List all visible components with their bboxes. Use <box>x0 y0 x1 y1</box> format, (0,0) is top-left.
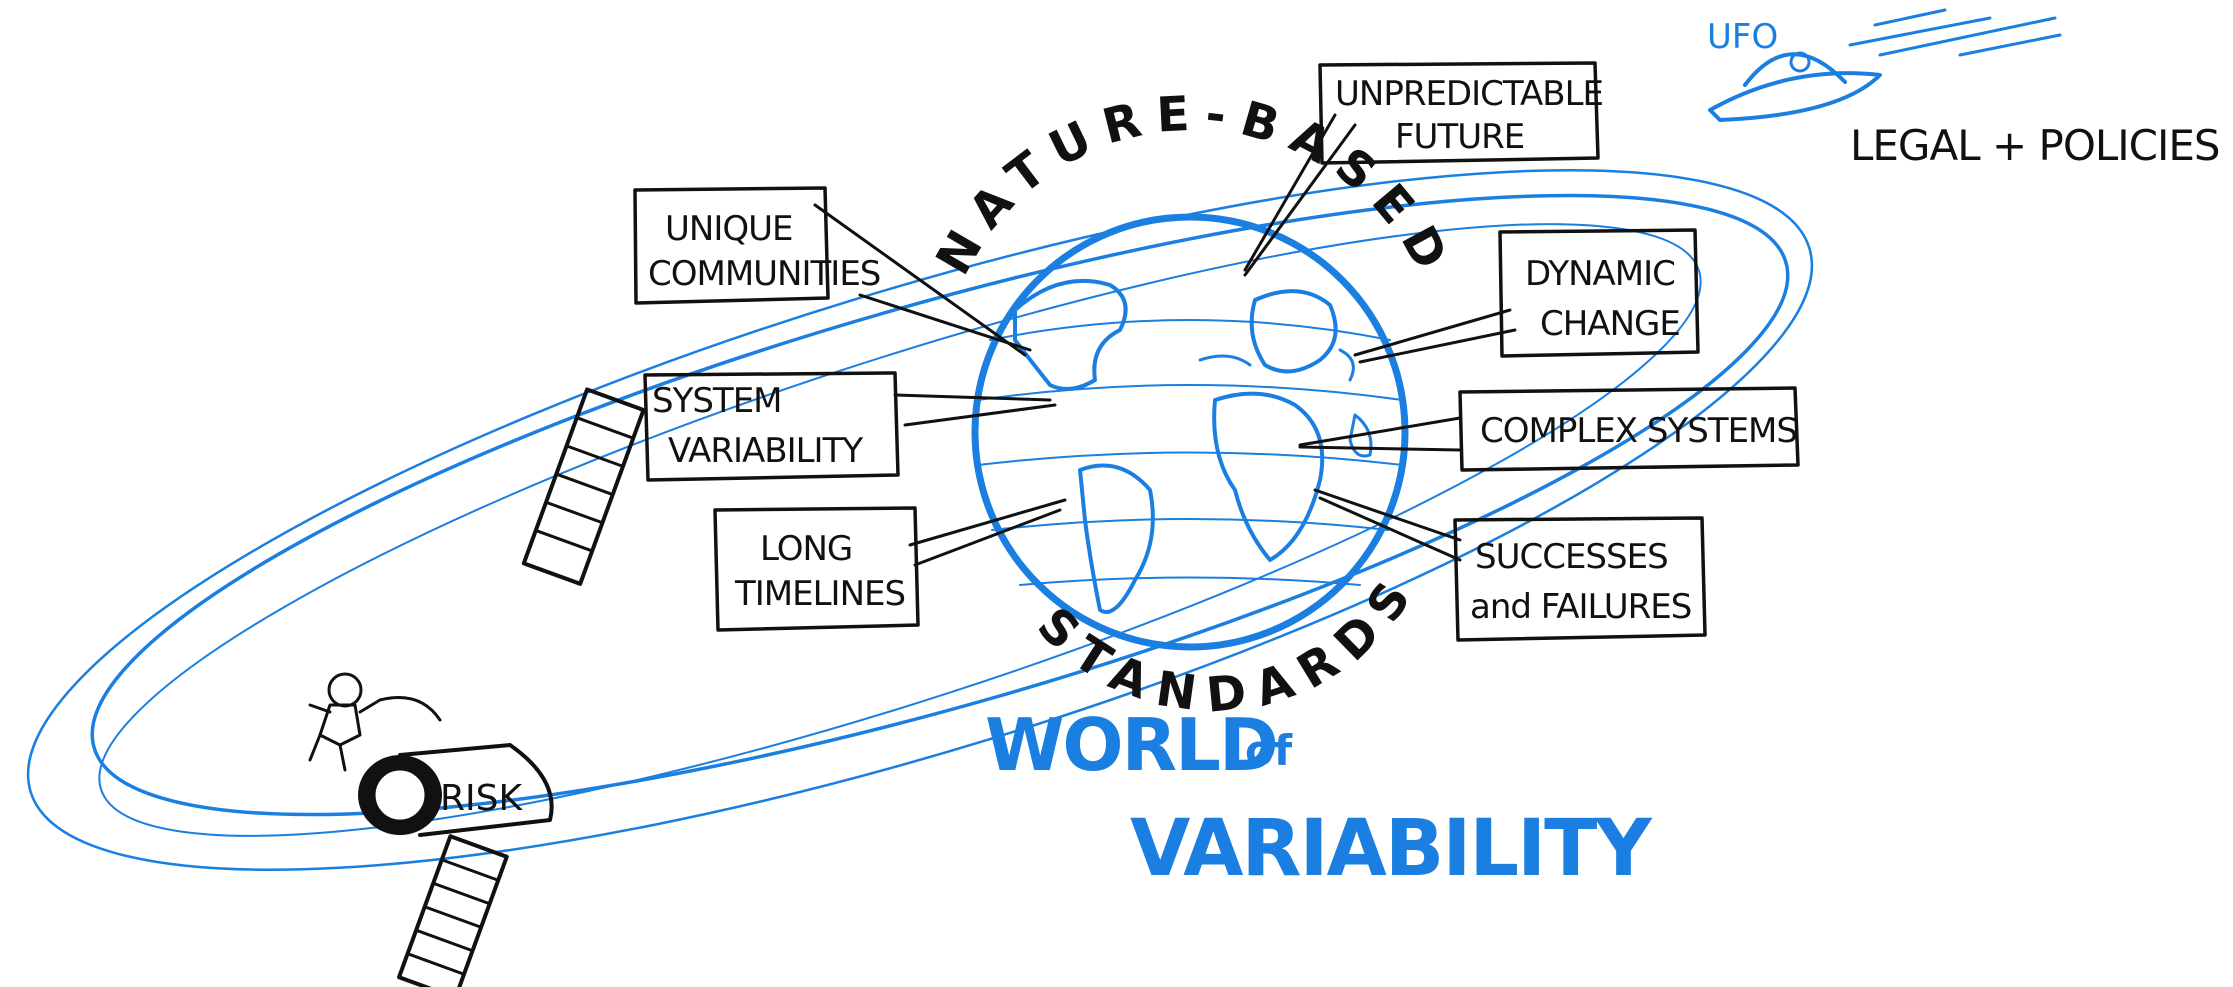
astronaut-icon <box>308 672 442 772</box>
callout-line: and FAILURES <box>1470 587 1691 627</box>
callout-system-variability: SYSTEM VARIABILITY <box>643 371 900 482</box>
callout-long-timelines: LONG TIMELINES <box>713 506 920 632</box>
orbit-rings <box>26 169 1814 871</box>
callout-line: UNIQUE <box>665 209 792 249</box>
ufo-caption: LEGAL + POLICIES <box>1850 121 2220 170</box>
callout-unique-communities: UNIQUE COMMUNITIES <box>633 186 881 305</box>
callout-dynamic-change: DYNAMIC CHANGE <box>1498 228 1700 358</box>
callout-line: LONG <box>760 529 852 569</box>
callout-unpredictable-future: UNPREDICTABLE FUTURE <box>1318 61 1604 165</box>
satellite-icon: RISK <box>358 387 646 987</box>
title-line2: VARIABILITY <box>1130 804 1653 894</box>
callout-line: SYSTEM <box>652 381 782 421</box>
callout-line: DYNAMIC <box>1525 254 1675 294</box>
callout-line: UNPREDICTABLE <box>1335 74 1603 114</box>
callout-line: CHANGE <box>1540 304 1680 344</box>
callout-line: VARIABILITY <box>668 431 863 471</box>
callout-line: FUTURE <box>1395 117 1524 157</box>
satellite-label: RISK <box>440 778 523 819</box>
callout-successes-failures: SUCCESSES and FAILURES <box>1453 516 1707 642</box>
callout-complex-systems: COMPLEX SYSTEMS <box>1458 386 1800 472</box>
title-of: of <box>1245 726 1293 775</box>
callout-line: SUCCESSES <box>1475 537 1668 577</box>
ufo-label: UFO <box>1707 17 1778 57</box>
arc-title-top: NATURE-BASED <box>925 85 1464 290</box>
callout-line: COMPLEX SYSTEMS <box>1480 411 1797 451</box>
title-line1: WORLD <box>985 703 1277 787</box>
callout-connectors <box>813 113 1517 567</box>
globe-icon <box>971 213 1409 651</box>
callout-line: COMMUNITIES <box>648 254 880 294</box>
ufo-icon: UFO <box>1707 8 2062 122</box>
callout-line: TIMELINES <box>734 574 905 614</box>
